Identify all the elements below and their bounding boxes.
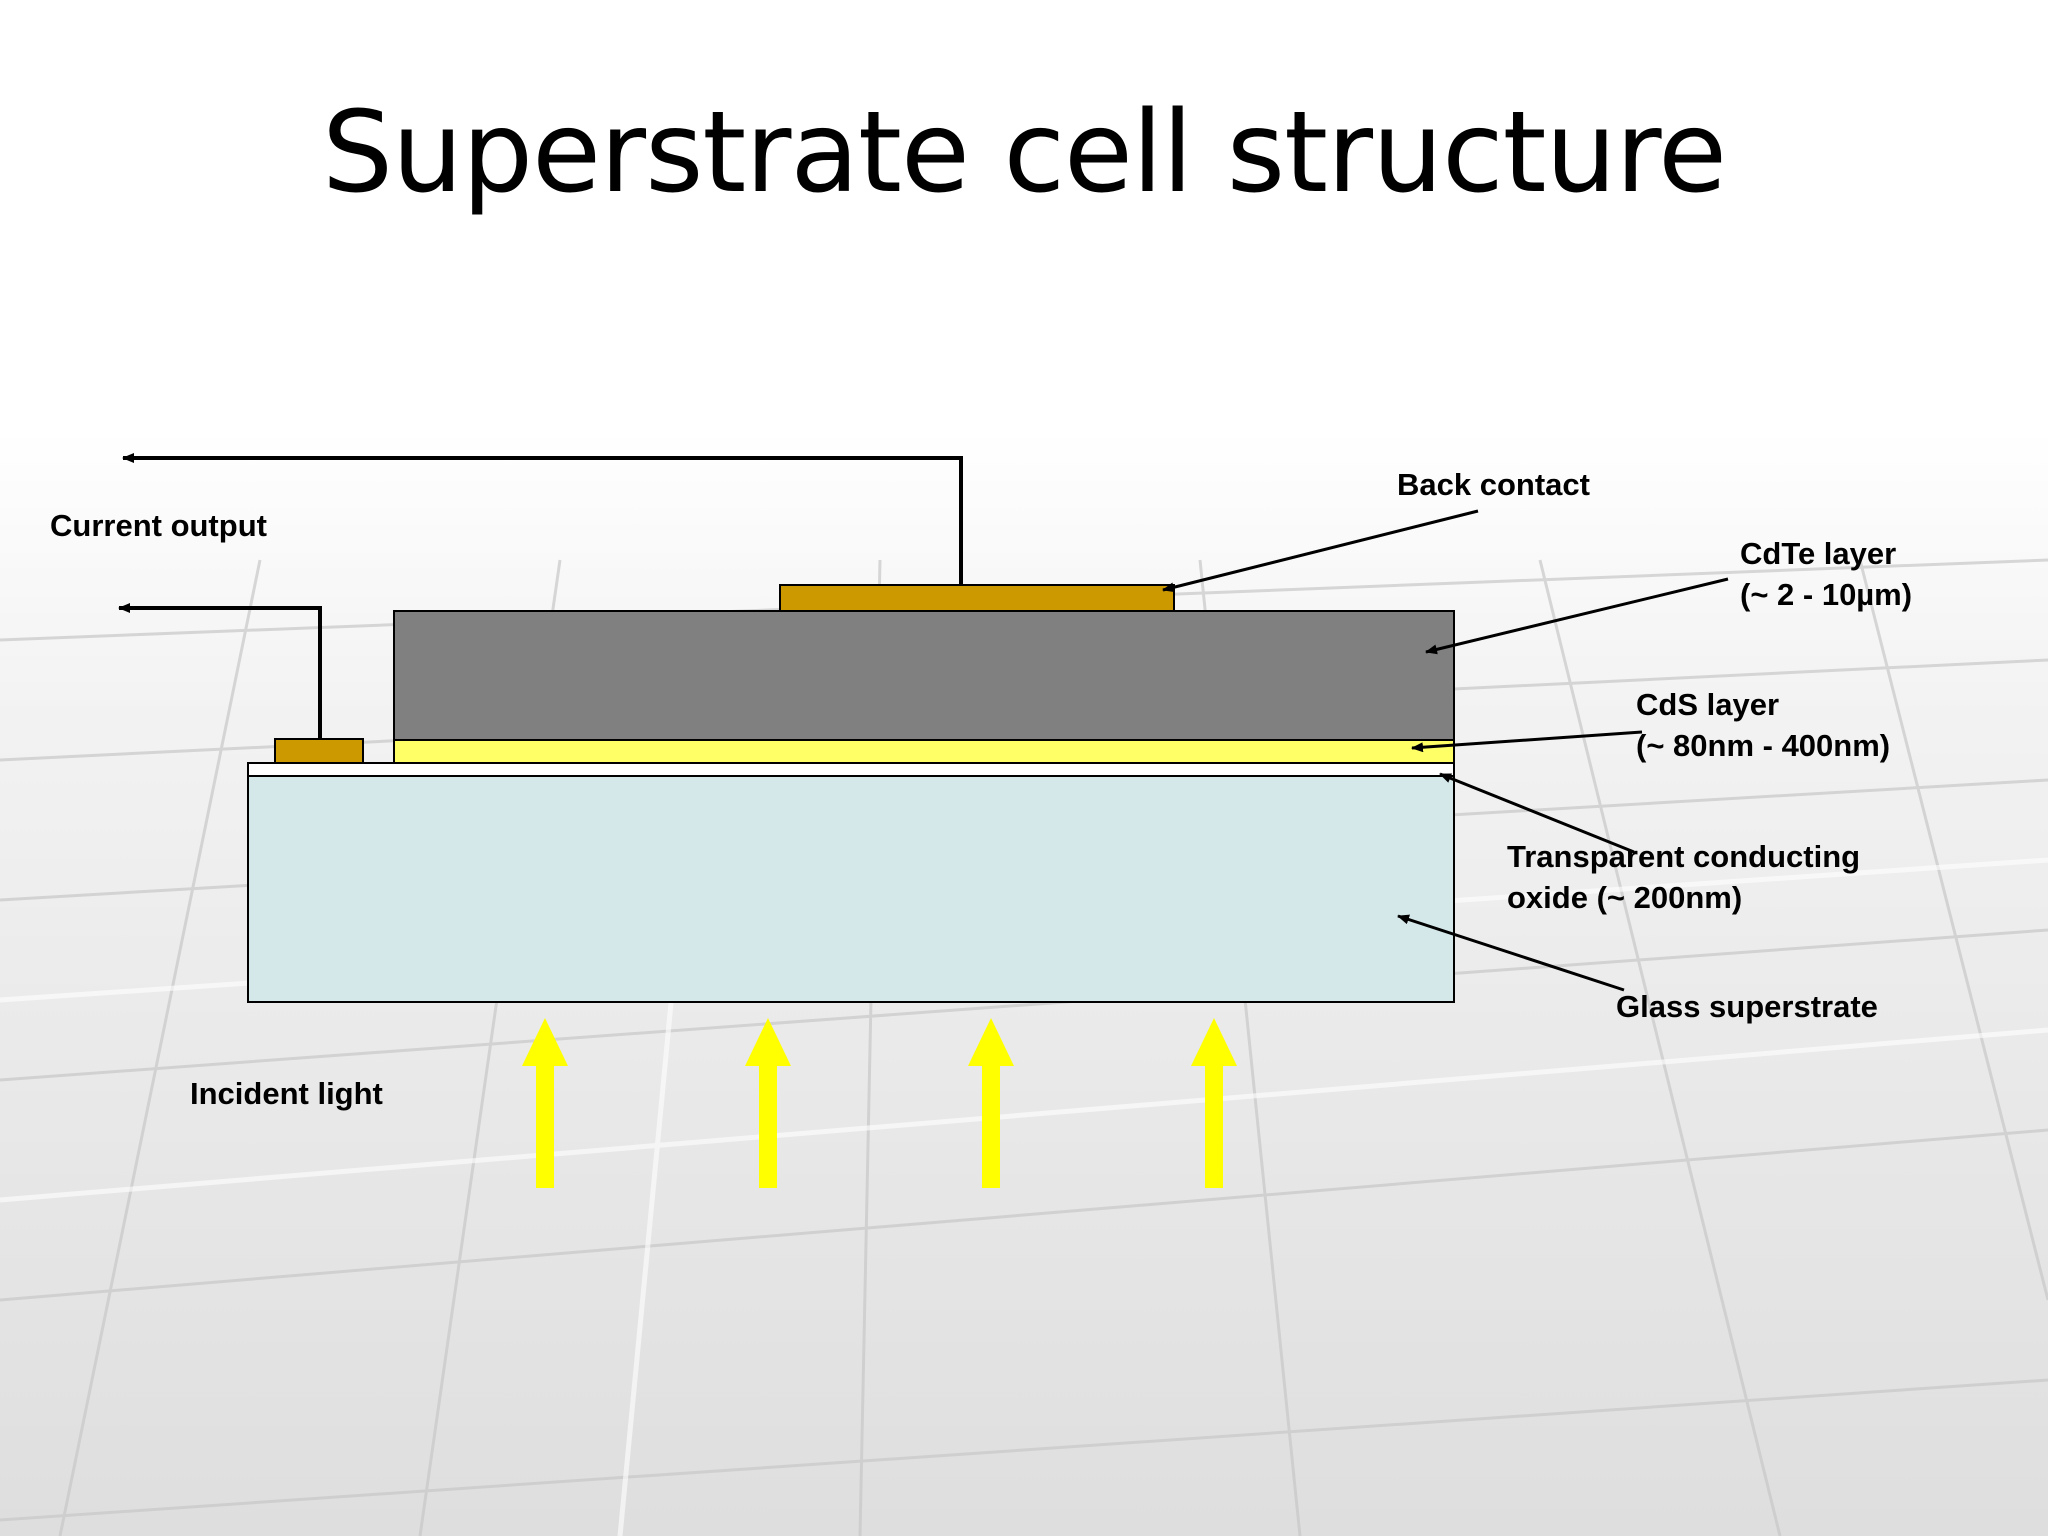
cds-layer [393,739,1455,764]
tco-name: Transparent conducting [1507,839,1861,874]
incident-light-arrow [522,1018,568,1188]
back-contact-wire [122,453,963,585]
tco-label: Transparent conducting oxide (~ 200nm) [1507,836,1860,918]
incident-light-arrow [745,1018,791,1188]
current-output-label: Current output [50,508,267,543]
incident-light-arrow [1191,1018,1237,1188]
incident-light-label: Incident light [190,1076,383,1111]
tco-layer [247,762,1455,777]
front-contact-wire [118,603,322,739]
cds-layer-thickness: (~ 80nm - 400nm) [1636,728,1891,763]
back-contact-pointer-arrow [1162,509,1479,593]
back-contact-pad [779,584,1175,612]
cds-layer-label: CdS layer (~ 80nm - 400nm) [1636,684,1890,766]
cds-layer-name: CdS layer [1636,687,1780,722]
cdte-pointer-arrow [1425,577,1729,655]
front-contact-pad [274,738,364,764]
tco-thickness: oxide (~ 200nm) [1507,880,1743,915]
glass-pointer-arrow [1397,914,1625,992]
cdte-layer [393,610,1455,741]
cdte-layer-name: CdTe layer [1740,536,1897,571]
cds-pointer-arrow [1411,730,1643,753]
incident-light-arrow [968,1018,1014,1188]
cdte-layer-label: CdTe layer (~ 2 - 10µm) [1740,533,1912,615]
tco-pointer-arrow [1439,772,1635,854]
cdte-layer-thickness: (~ 2 - 10µm) [1740,577,1913,612]
glass-superstrate-layer [247,775,1455,1003]
slide-title: Superstrate cell structure [321,88,1727,218]
glass-superstrate-label: Glass superstrate [1616,989,1878,1024]
back-contact-label: Back contact [1397,467,1590,502]
